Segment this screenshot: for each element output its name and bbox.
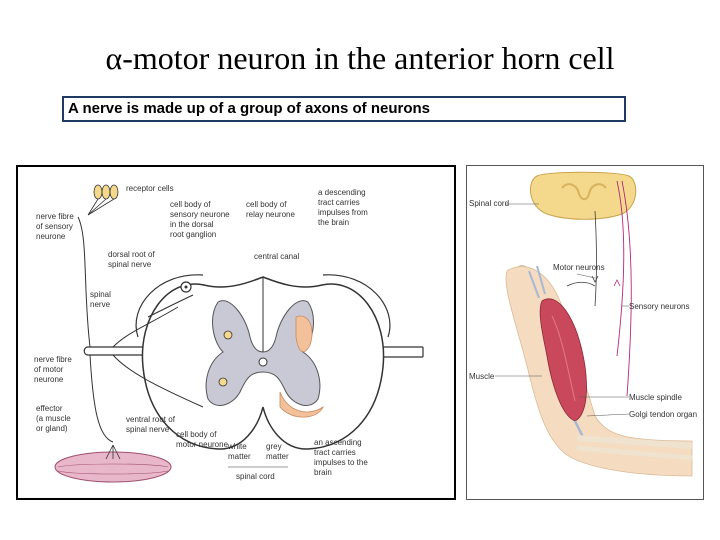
- label-cell-body-sensory: cell body of sensory neurone in the dors…: [170, 200, 230, 239]
- label-nerve-fibre-sensory: nerve fibre of sensory neurone: [36, 212, 74, 241]
- label-muscle-spindle: Muscle spindle: [629, 393, 682, 402]
- label-sensory-neurons: Sensory neurons: [629, 302, 689, 311]
- label-cell-body-relay: cell body of relay neurone: [246, 200, 295, 219]
- svg-text:brain: brain: [314, 468, 332, 477]
- svg-text:root ganglion: root ganglion: [170, 230, 216, 239]
- svg-text:impulses to the: impulses to the: [314, 458, 368, 467]
- svg-text:spinal nerve: spinal nerve: [126, 425, 170, 434]
- motor-neuron-body: [218, 377, 228, 387]
- svg-text:the brain: the brain: [318, 218, 349, 227]
- svg-text:white: white: [227, 442, 247, 451]
- spinal-cord-diagram: receptor cells nerve fibre of sensory ne…: [16, 165, 456, 500]
- label-white-matter: white matter: [227, 442, 251, 461]
- slide-title: α-motor neuron in the anterior horn cell: [105, 40, 615, 76]
- svg-text:impulses from: impulses from: [318, 208, 368, 217]
- label-motor-neurons: Motor neurons: [553, 263, 605, 272]
- biceps-muscle: [539, 298, 587, 422]
- label-ascending-tract: an ascending tract carries impulses to t…: [314, 438, 368, 477]
- svg-text:matter: matter: [228, 452, 251, 461]
- svg-text:nerve fibre: nerve fibre: [34, 355, 72, 364]
- label-dorsal-root: dorsal root of spinal nerve: [108, 250, 155, 269]
- label-cell-body-motor: cell body of motor neurone: [176, 430, 229, 449]
- svg-text:an ascending: an ascending: [314, 438, 362, 447]
- label-ventral-root: ventral root of spinal nerve: [126, 415, 176, 434]
- label-golgi-tendon-organ: Golgi tendon organ: [629, 410, 697, 419]
- relay-neuron-body: [223, 330, 233, 340]
- svg-text:ventral root of: ventral root of: [126, 415, 176, 424]
- label-muscle: Muscle: [469, 372, 495, 381]
- svg-text:tract carries: tract carries: [318, 198, 360, 207]
- svg-text:spinal: spinal: [90, 290, 111, 299]
- label-central-canal: central canal: [254, 252, 300, 261]
- svg-text:of sensory: of sensory: [36, 222, 73, 231]
- ascending-tract-shape: [295, 315, 313, 353]
- central-canal-dot: [258, 357, 268, 367]
- svg-text:cell body of: cell body of: [246, 200, 287, 209]
- spinal-cord-svg: receptor cells nerve fibre of sensory ne…: [34, 184, 424, 483]
- svg-text:or gland): or gland): [36, 424, 68, 433]
- svg-text:cell body of: cell body of: [176, 430, 217, 439]
- svg-text:(a muscle: (a muscle: [36, 414, 71, 423]
- svg-text:relay neurone: relay neurone: [246, 210, 295, 219]
- label-spinal-nerve: spinal nerve: [90, 290, 111, 309]
- label-descending-tract: a descending tract carries impulses from…: [318, 188, 368, 227]
- svg-text:grey: grey: [266, 442, 282, 451]
- stretch-reflex-svg: Spinal cord Motor neurons Sensory neuron…: [469, 171, 697, 477]
- svg-text:spinal nerve: spinal nerve: [108, 260, 152, 269]
- label-spinal-cord-right: Spinal cord: [469, 199, 509, 208]
- svg-text:in the dorsal: in the dorsal: [170, 220, 214, 229]
- svg-text:neurone: neurone: [36, 232, 66, 241]
- svg-text:sensory neurone: sensory neurone: [170, 210, 230, 219]
- label-spinal-cord: spinal cord: [236, 472, 275, 481]
- label-effector: effector (a muscle or gland): [36, 404, 71, 433]
- svg-text:matter: matter: [266, 452, 289, 461]
- svg-text:nerve: nerve: [90, 300, 111, 309]
- svg-text:dorsal root of: dorsal root of: [108, 250, 155, 259]
- svg-text:nerve fibre: nerve fibre: [36, 212, 74, 221]
- svg-text:of motor: of motor: [34, 365, 64, 374]
- svg-text:motor neurone: motor neurone: [176, 440, 229, 449]
- svg-text:neurone: neurone: [34, 375, 64, 384]
- label-grey-matter: grey matter: [266, 442, 289, 461]
- receptor-cells-icon: [87, 184, 119, 216]
- svg-text:a descending: a descending: [318, 188, 366, 197]
- svg-text:effector: effector: [36, 404, 63, 413]
- svg-text:cell body of: cell body of: [170, 200, 211, 209]
- caption-box: A nerve is made up of a group of axons o…: [62, 96, 626, 122]
- svg-text:tract carries: tract carries: [314, 448, 356, 457]
- stretch-reflex-diagram: Spinal cord Motor neurons Sensory neuron…: [466, 165, 704, 500]
- label-receptor-cells: receptor cells: [126, 184, 174, 193]
- label-nerve-fibre-motor: nerve fibre of motor neurone: [34, 355, 72, 384]
